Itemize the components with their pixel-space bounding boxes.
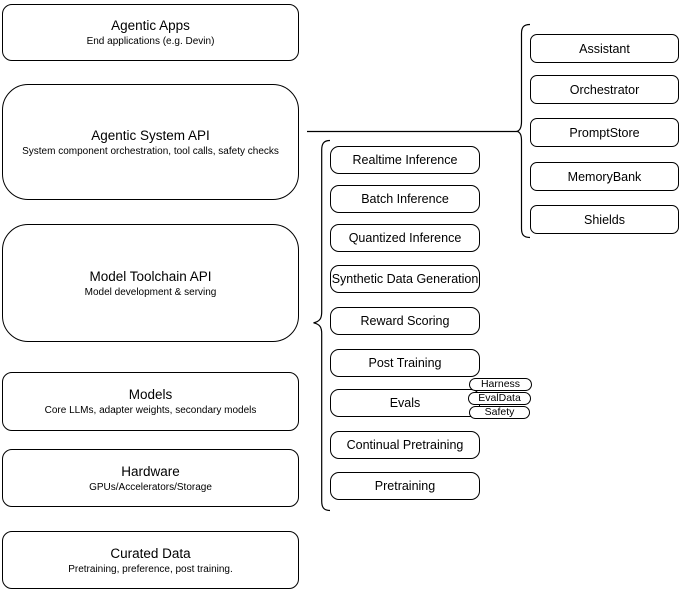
node-title: Hardware (121, 463, 180, 479)
node-label: Post Training (368, 356, 442, 370)
node-label: PromptStore (569, 125, 640, 140)
node-subtitle: Core LLMs, adapter weights, secondary mo… (44, 405, 257, 416)
pill-label: Harness (480, 378, 521, 390)
node-label: Assistant (579, 41, 630, 56)
node-label: Batch Inference (361, 192, 449, 206)
pill-label: EvalData (478, 392, 521, 404)
pill-label: Safety (484, 406, 515, 418)
node-title: Models (128, 387, 173, 402)
node-label: Reward Scoring (360, 314, 450, 328)
node-quantized-inference: Quantized Inference (330, 224, 480, 252)
node-promptstore: PromptStore (530, 118, 679, 147)
node-model-toolchain-api: Model Toolchain API Model development & … (2, 224, 299, 342)
node-title: Curated Data (110, 545, 191, 561)
node-title: Model Toolchain API (89, 268, 212, 284)
node-subtitle: End applications (e.g. Devin) (86, 36, 215, 47)
right-curly-brace (515, 23, 531, 239)
node-label: Pretraining (374, 479, 436, 493)
node-pretraining: Pretraining (330, 472, 480, 500)
node-label: Shields (584, 212, 625, 227)
node-label: Orchestrator (569, 82, 640, 97)
node-label: Evals (389, 396, 421, 410)
node-shields: Shields (530, 205, 679, 234)
node-label: MemoryBank (567, 169, 642, 184)
node-curated-data: Curated Data Pretraining, preference, po… (2, 531, 299, 589)
node-subtitle: Model development & serving (84, 286, 217, 298)
node-subtitle: System component orchestration, tool cal… (22, 145, 279, 157)
node-agentic-apps: Agentic Apps End applications (e.g. Devi… (2, 4, 299, 61)
pill-evaldata: EvalData (468, 392, 531, 405)
node-assistant: Assistant (530, 34, 679, 63)
node-synthetic-data-generation: Synthetic Data Generation (330, 265, 480, 293)
node-title: Agentic System API (91, 127, 210, 143)
node-continual-pretraining: Continual Pretraining (330, 431, 480, 459)
node-label: Continual Pretraining (346, 438, 464, 452)
node-orchestrator: Orchestrator (530, 75, 679, 104)
node-label: Quantized Inference (348, 231, 462, 245)
node-title: Agentic Apps (111, 18, 190, 33)
node-realtime-inference: Realtime Inference (330, 146, 480, 174)
node-batch-inference: Batch Inference (330, 185, 480, 213)
node-models: Models Core LLMs, adapter weights, secon… (2, 372, 299, 431)
node-label: Synthetic Data Generation (331, 272, 479, 286)
middle-curly-brace (313, 139, 331, 512)
node-reward-scoring: Reward Scoring (330, 307, 480, 335)
node-post-training: Post Training (330, 349, 480, 377)
node-subtitle: Pretraining, preference, post training. (68, 563, 233, 575)
node-hardware: Hardware GPUs/Accelerators/Storage (2, 449, 299, 507)
node-memorybank: MemoryBank (530, 162, 679, 191)
pill-safety: Safety (469, 406, 530, 419)
node-evals: Evals (330, 389, 480, 417)
pill-harness: Harness (469, 378, 532, 391)
node-subtitle: GPUs/Accelerators/Storage (89, 481, 212, 493)
node-label: Realtime Inference (352, 153, 458, 167)
node-agentic-system-api: Agentic System API System component orch… (2, 84, 299, 200)
